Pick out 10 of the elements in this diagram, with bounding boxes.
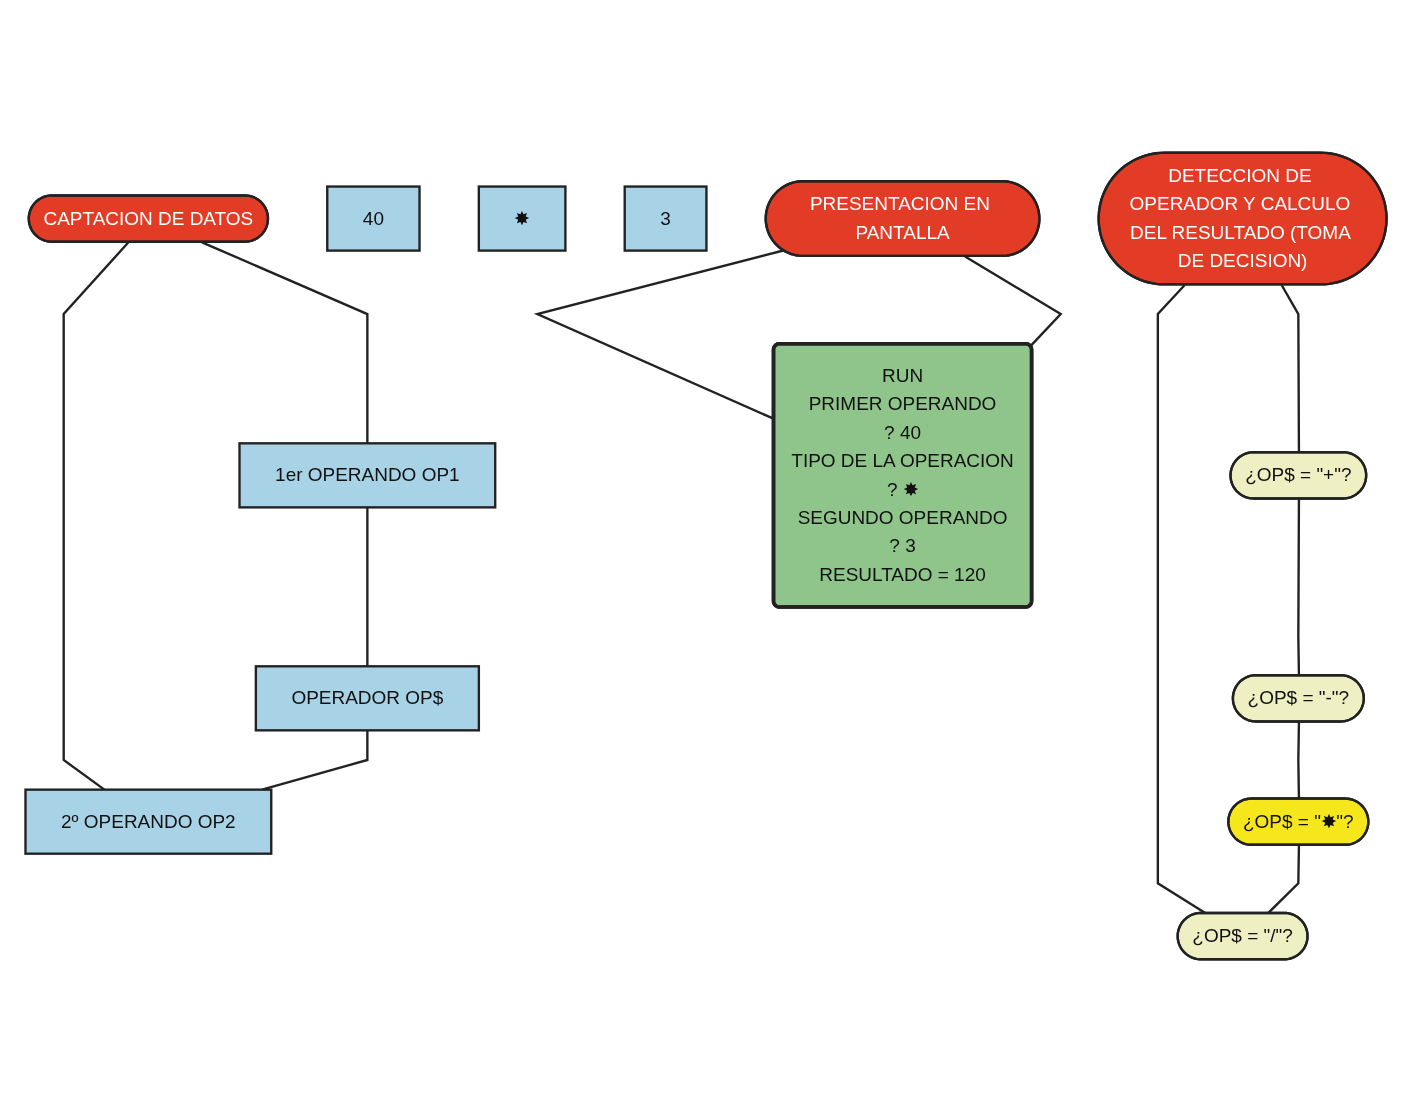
node-box: 2º OPERANDO OP2 [24,787,273,855]
connector [964,255,1063,347]
node-box: 3 [623,184,708,252]
connector [1297,721,1301,799]
node-box: OPERADOR OP$ [254,664,481,732]
node-box: ✸ [477,184,567,252]
node-box: 40 [326,184,421,252]
connector [366,506,369,666]
node-box: 1er OPERANDO OP1 [238,441,497,509]
connector [533,248,784,420]
